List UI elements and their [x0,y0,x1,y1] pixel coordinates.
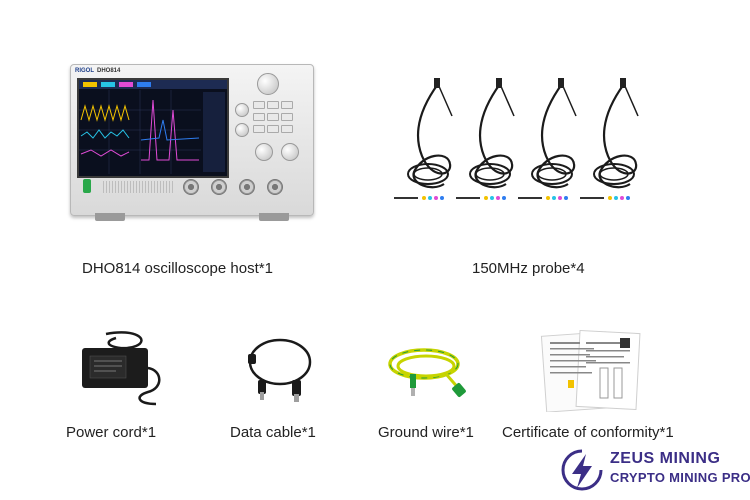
scope-knob [255,143,273,161]
certificate-image [540,329,641,412]
power-button-icon [83,179,91,193]
oscilloscope-image: RIGOL DHO814 [70,64,314,221]
data-cable-caption: Data cable*1 [230,424,316,441]
scope-button [281,125,293,133]
probe-icon [593,78,639,189]
oscilloscope-caption: DHO814 oscilloscope host*1 [82,260,273,277]
logo-title: ZEUS MINING [610,450,721,467]
bnc-connector-icon [239,179,255,195]
probe-accessories [394,196,630,200]
bnc-connector-icon [211,179,227,195]
scope-knob [235,123,249,137]
speaker-grille [103,181,173,193]
scope-button [253,125,265,133]
power-cord-caption: Power cord*1 [66,424,157,441]
data-cable-image [248,338,312,402]
scope-foot [259,213,289,221]
probes-image [394,78,639,200]
probes-caption: 150MHz probe*4 [472,260,585,277]
lightning-bolt-icon [561,449,603,491]
ground-wire-caption: Ground wire*1 [378,424,474,441]
scope-brand-label: RIGOL [75,68,94,74]
scope-button [253,113,265,121]
scope-knob [257,73,279,95]
scope-button [267,101,279,109]
scope-knob [281,143,299,161]
scope-button [281,113,293,121]
scope-foot [95,213,125,221]
bnc-connector-icon [267,179,283,195]
power-cord-image [82,331,161,406]
scope-button [253,101,265,109]
scope-waveform-graphic [79,80,227,174]
scope-button [267,125,279,133]
probe-icon [407,78,453,189]
bnc-connector-icon [183,179,199,195]
logo-subtitle: CRYPTO MINING PRO [610,470,750,485]
scope-control-panel [231,73,307,177]
ground-wire-image [388,348,466,397]
probe-icon [469,78,515,189]
zeus-mining-logo: ZEUS MINING CRYPTO MINING PRO [560,448,750,494]
probe-icon [531,78,577,189]
scope-button [281,101,293,109]
scope-model-label: DHO814 [97,68,121,74]
scope-screen [77,78,229,178]
certificate-caption: Certificate of conformity*1 [502,424,674,441]
scope-knob [235,103,249,117]
scope-button [267,113,279,121]
